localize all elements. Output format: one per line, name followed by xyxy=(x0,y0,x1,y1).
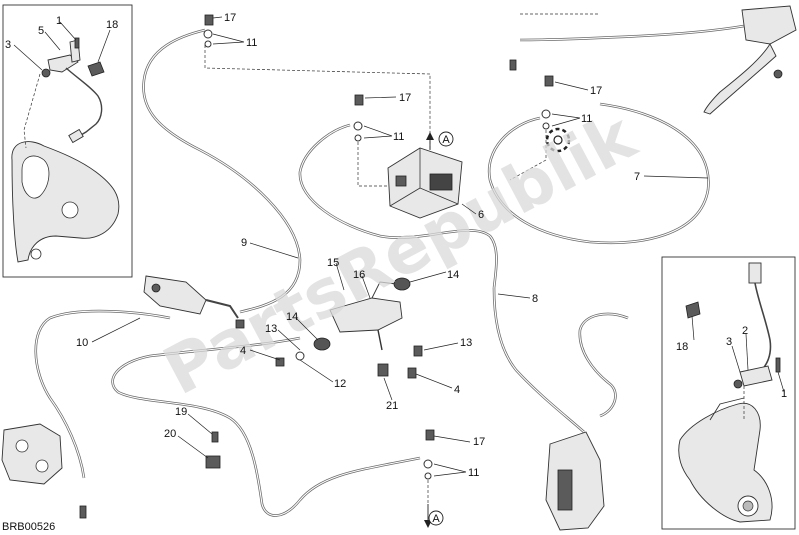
arrow-marker-bottom: A xyxy=(424,504,444,528)
callout-11: 11 xyxy=(581,113,592,125)
callout-7: 7 xyxy=(634,171,640,183)
arrow-label-top: A xyxy=(442,134,450,146)
callout-12: 12 xyxy=(334,378,346,390)
leader-lines xyxy=(13,16,785,477)
callout-1: 1 xyxy=(56,15,62,27)
front-sensor-inset-box xyxy=(661,256,796,530)
callout-8: 8 xyxy=(532,293,538,305)
callout-3: 3 xyxy=(726,336,732,348)
rear-wheel-speed-sensor xyxy=(41,39,103,144)
arrow-marker-top: A xyxy=(426,131,454,150)
callout-4: 4 xyxy=(240,345,246,357)
fittings xyxy=(79,14,554,519)
callout-1: 1 xyxy=(781,388,787,400)
callout-11: 11 xyxy=(246,37,257,49)
mount-21 xyxy=(377,363,389,377)
cap-part-18-front xyxy=(685,301,701,319)
front-fork-leg xyxy=(678,397,773,523)
bracket-part-16 xyxy=(329,281,403,351)
callout-14: 14 xyxy=(286,311,298,323)
callout-16: 16 xyxy=(353,269,365,281)
arrow-label-bottom: A xyxy=(432,513,440,525)
rubber-mount-14 xyxy=(313,277,411,351)
callout-17: 17 xyxy=(224,12,236,24)
callout-14: 14 xyxy=(447,269,459,281)
callout-labels: 1 5 18 3 17 11 17 11 17 11 7 6 9 15 16 1… xyxy=(5,12,787,479)
callout-6: 6 xyxy=(478,209,484,221)
callout-20: 20 xyxy=(164,428,176,440)
abs-control-unit xyxy=(387,147,463,219)
callout-13: 13 xyxy=(460,337,472,349)
callout-11: 11 xyxy=(468,467,479,479)
bolt-part-1 xyxy=(74,37,80,49)
callout-17: 17 xyxy=(473,436,485,448)
callout-18: 18 xyxy=(676,341,688,353)
diagram-code: BRB00526 xyxy=(2,521,55,533)
callout-2: 2 xyxy=(742,325,748,337)
callout-9: 9 xyxy=(241,237,247,249)
callout-3: 3 xyxy=(5,39,11,51)
brake-hoses xyxy=(34,24,745,517)
front-brake-lever-master-cylinder xyxy=(703,5,797,115)
rear-master-cylinder xyxy=(143,275,239,319)
callout-4: 4 xyxy=(454,384,460,396)
callout-17: 17 xyxy=(590,85,602,97)
callout-21: 21 xyxy=(386,400,398,412)
rear-sensor-inset-box xyxy=(2,4,133,278)
front-wheel-speed-sensor xyxy=(733,262,781,389)
watermark: PartsRepublik xyxy=(151,97,649,410)
callout-19: 19 xyxy=(175,406,187,418)
callout-10: 10 xyxy=(76,337,88,349)
assembly-guides xyxy=(204,13,598,504)
callout-15: 15 xyxy=(327,257,339,269)
gear-icon xyxy=(545,127,571,153)
callout-13: 13 xyxy=(265,323,277,335)
cap-part-18 xyxy=(87,61,105,77)
callout-5: 5 xyxy=(38,25,44,37)
front-brake-caliper xyxy=(545,431,605,531)
callout-18: 18 xyxy=(106,19,118,31)
rear-sensor-bracket xyxy=(11,141,120,263)
callout-11: 11 xyxy=(393,131,404,143)
rear-brake-caliper xyxy=(1,423,63,485)
callout-17: 17 xyxy=(399,92,411,104)
